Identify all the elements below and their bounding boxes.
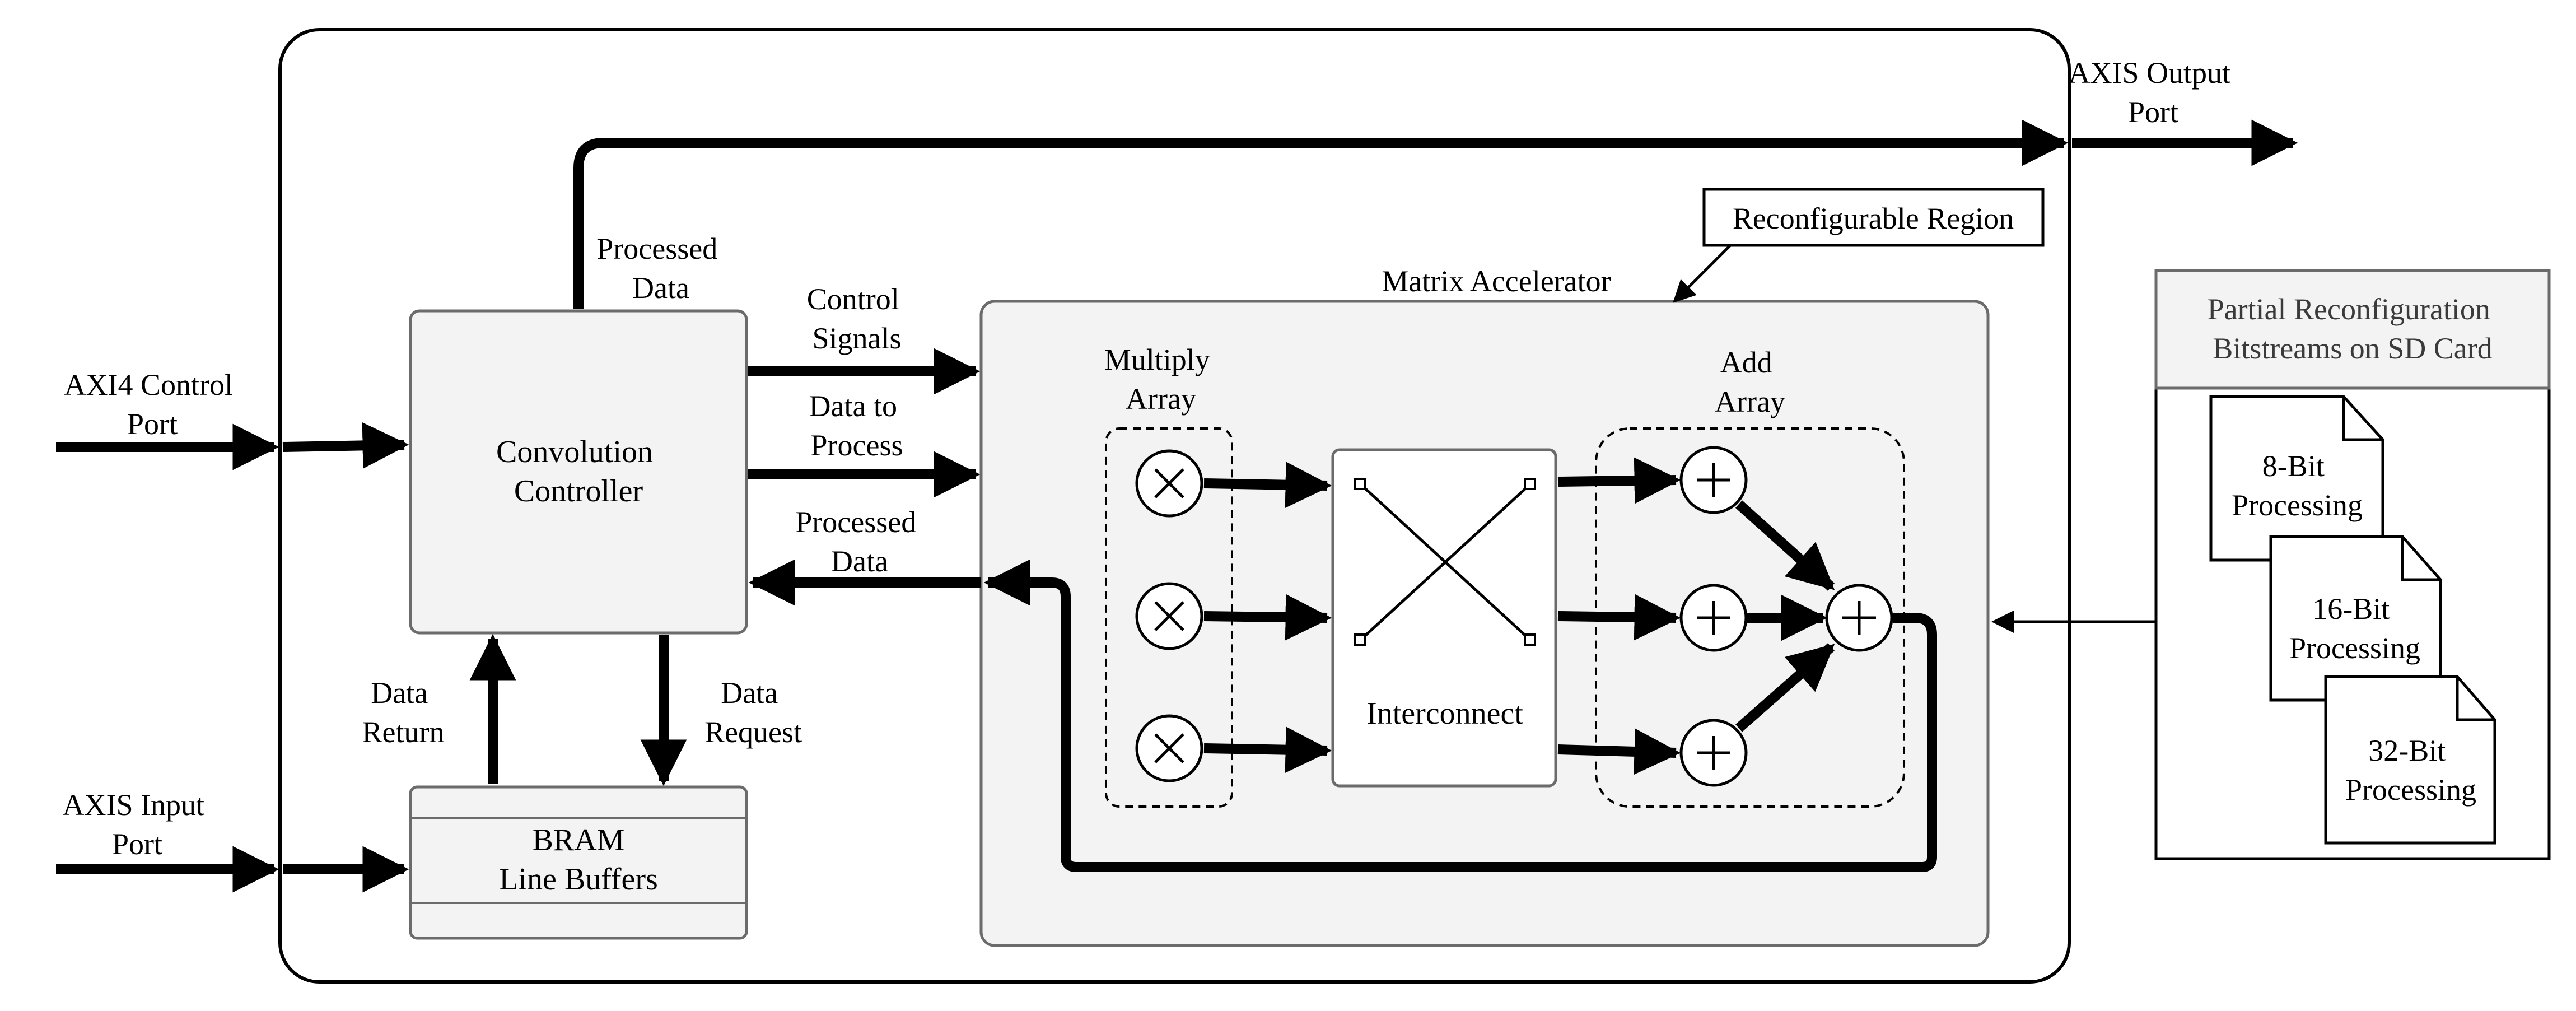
add-array-label: Add Array [1715,346,1785,418]
bitstream-document: 32-Bit Processing [2324,675,2496,845]
bram-title: BRAM [533,823,625,858]
multiply-output-arrow [1203,462,1332,509]
data-return-label: Data Return [362,676,445,749]
svg-text:32-Bit Processing: 32-Bit Processing [2345,734,2476,807]
control-signals-label: Control Signals [807,282,907,355]
processed-data-loop-path [983,559,1937,872]
convolution-controller-label: Convolution Controller [496,435,661,509]
svg-text:8-Bit Processing: 8-Bit Processing [2232,449,2363,522]
axis-output-port-label: AXIS Output Port [2068,56,2238,129]
adder-to-sum-arrow [1735,643,1835,732]
processed-data-return-label: Processed Data [795,505,923,578]
bram-box [409,785,748,940]
interconnect-node [1354,478,1366,490]
multiply-array-group [1105,427,1233,808]
add-operator [1679,446,1748,514]
processed-data-output-path [573,119,2069,309]
convolution-controller-box [409,309,748,635]
axi4-control-arrow-inner [282,422,409,469]
data-request-label: Data Request [704,676,802,749]
axis-input-port-label: AXIS Input Port [63,788,212,861]
bitstream-document: 16-Bit Processing [2269,535,2442,702]
interconnect-cross-line [1360,483,1531,641]
multiply-array-label: Multiply Array [1104,343,1218,416]
bram-subtitle: Line Buffers [499,862,658,897]
interconnect-label: Interconnect [1366,696,1523,731]
interconnect-box [1331,448,1557,788]
reconfigurable-region-callout [1702,188,2045,247]
axi4-control-port-label: AXI4 Control Port [64,368,241,441]
reconfigurable-region-pointer [1673,244,1732,303]
multiply-operator [1135,714,1203,782]
multiply-output-arrow [1203,594,1332,641]
interconnect-node [1524,633,1536,646]
svg-text:16-Bit Processing: 16-Bit Processing [2289,592,2420,665]
add-operator [1679,719,1748,787]
interconnect-output-arrow [1557,457,1681,504]
sd-card-header-label: Partial Reconfiguration Bitstreams on SD… [2208,292,2498,365]
adder-to-sum-arrow [1735,500,1835,591]
interconnect-output-arrow [1557,594,1681,641]
interconnect-output-arrow [1557,728,1681,775]
multiply-output-arrow [1203,726,1332,774]
final-add-operator [1825,584,1893,652]
add-operator [1679,584,1748,652]
multiply-operator [1135,449,1203,518]
interconnect-node [1524,478,1536,490]
sd-card-header [2154,269,2551,390]
bitstream-document: 8-Bit Processing [2209,395,2384,562]
system-boundary [278,28,2071,984]
reconfigurable-region-label: Reconfigurable Region [1733,202,2014,235]
processed-data-top-label: Processed Data [596,232,725,305]
interconnect-node [1354,633,1366,646]
multiply-operator [1135,582,1203,650]
matrix-accelerator-title: Matrix Accelerator [1382,264,1611,298]
data-to-process-label: Data to Process [809,389,905,462]
